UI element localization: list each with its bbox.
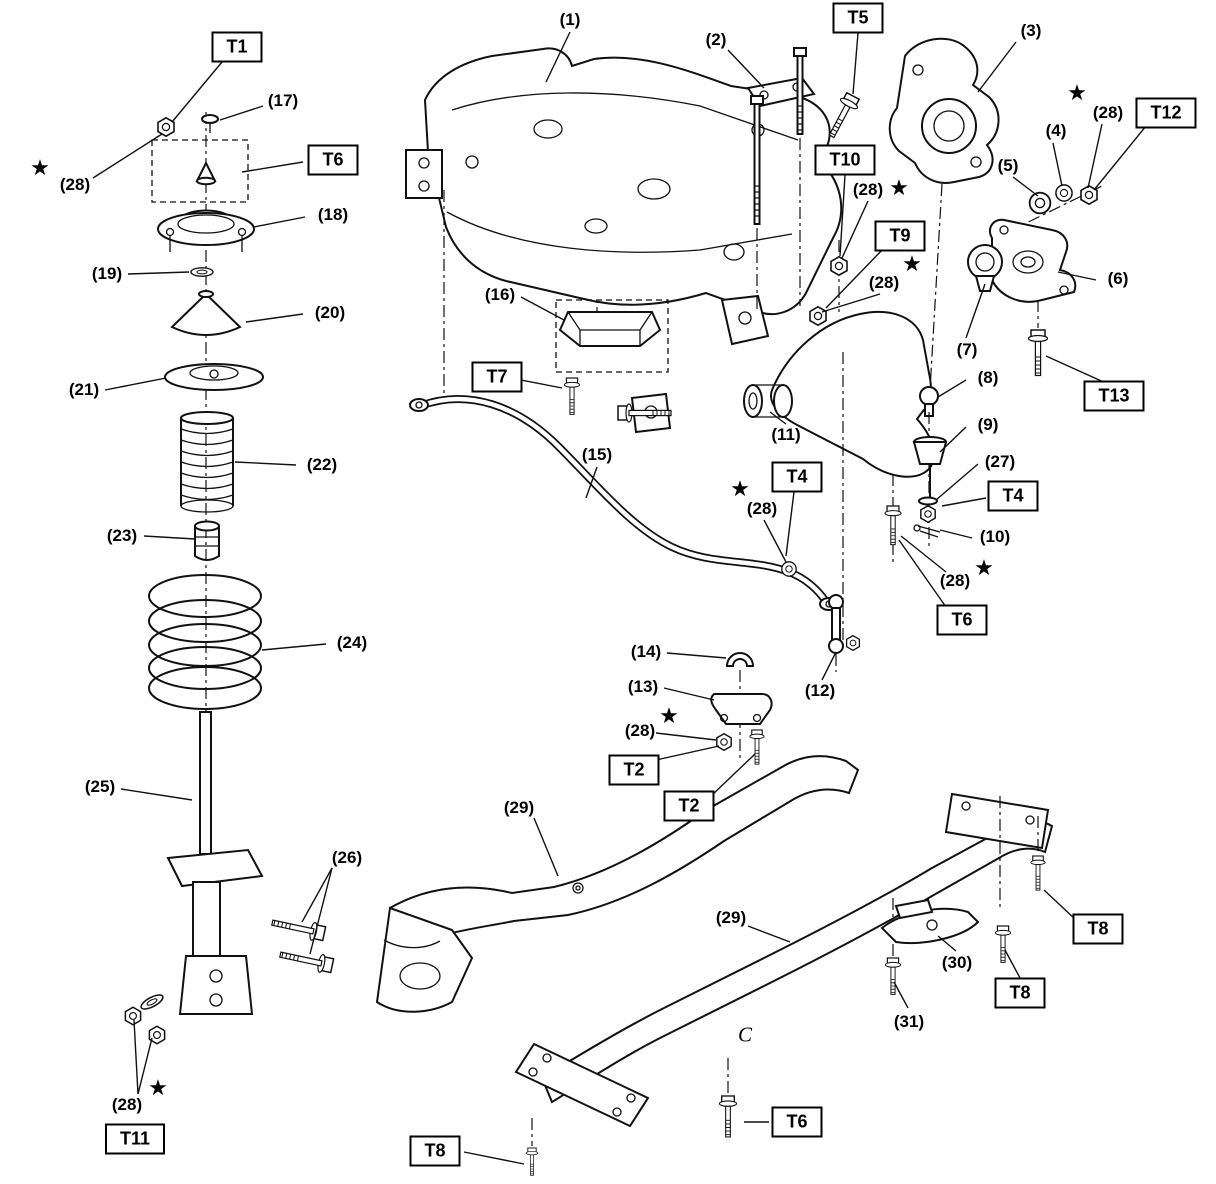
part-label: (28) bbox=[868, 273, 900, 292]
bushing-hardware-right bbox=[967, 184, 1103, 377]
part-label: (28) bbox=[624, 721, 656, 740]
star-icon: ★ bbox=[902, 251, 922, 276]
part-label: (6) bbox=[1107, 269, 1129, 288]
part-label: (7) bbox=[956, 340, 978, 359]
part-label: (28) bbox=[939, 571, 971, 590]
part-label: (23) bbox=[106, 526, 138, 545]
part-label: (10) bbox=[979, 527, 1011, 546]
stabilizer-link-and-bracket bbox=[710, 594, 861, 765]
part-label: (17) bbox=[267, 91, 299, 110]
part-label: (25) bbox=[84, 777, 116, 796]
subframe bbox=[405, 47, 843, 346]
torque-label: T11 bbox=[104, 1123, 166, 1155]
star-icon: ★ bbox=[974, 555, 994, 580]
part-label: (29) bbox=[715, 908, 747, 927]
star-icon: ★ bbox=[889, 175, 909, 200]
torque-label: T4 bbox=[987, 480, 1039, 512]
part-label: (28) bbox=[746, 499, 778, 518]
torque-label: T10 bbox=[814, 144, 876, 176]
part-label: (3) bbox=[1020, 21, 1042, 40]
part-label: (22) bbox=[306, 455, 338, 474]
part-label: (28) bbox=[111, 1095, 143, 1114]
control-arm bbox=[743, 310, 948, 548]
star-icon: ★ bbox=[30, 155, 50, 180]
part-label: (12) bbox=[804, 681, 836, 700]
part-label: (30) bbox=[941, 953, 973, 972]
star-icon: ★ bbox=[148, 1075, 168, 1100]
part-label: (20) bbox=[314, 303, 346, 322]
part-label: (5) bbox=[997, 156, 1019, 175]
part-label: (26) bbox=[331, 848, 363, 867]
part-label: (11) bbox=[771, 425, 801, 444]
part-label: (13) bbox=[627, 677, 659, 696]
part-label: (16) bbox=[484, 285, 516, 304]
part-label: (31) bbox=[893, 1012, 925, 1031]
annotation: C bbox=[737, 1022, 753, 1047]
torque-label: T7 bbox=[471, 361, 523, 393]
torque-label: T8 bbox=[1072, 913, 1124, 945]
part-label: (21) bbox=[68, 380, 100, 399]
torque-label: T12 bbox=[1135, 97, 1197, 129]
torque-label: T5 bbox=[832, 2, 884, 34]
star-icon: ★ bbox=[730, 476, 750, 501]
part-label: (27) bbox=[984, 452, 1016, 471]
torque-label: T8 bbox=[994, 977, 1046, 1009]
part-label: (19) bbox=[91, 264, 123, 283]
torque-label: T8 bbox=[409, 1135, 461, 1167]
torque-label: T6 bbox=[936, 604, 988, 636]
steering-knuckle bbox=[888, 37, 1000, 391]
part-label: (8) bbox=[977, 368, 999, 387]
bracket-16 bbox=[555, 299, 669, 415]
part-label: (2) bbox=[705, 30, 727, 49]
part-label: (28) bbox=[1092, 103, 1124, 122]
torque-label: T6 bbox=[307, 144, 359, 176]
part-label: (24) bbox=[336, 633, 368, 652]
star-icon: ★ bbox=[659, 703, 679, 728]
part-label: (1) bbox=[559, 10, 581, 29]
star-icon: ★ bbox=[1067, 80, 1087, 105]
torque-label: T9 bbox=[874, 220, 926, 252]
part-label: (28) bbox=[852, 180, 884, 199]
part-label: (4) bbox=[1045, 121, 1067, 140]
strut-assembly bbox=[124, 112, 335, 1045]
torque-label: T4 bbox=[771, 461, 823, 493]
under-guard-rear bbox=[514, 792, 1054, 1176]
torque-label: T6 bbox=[771, 1106, 823, 1138]
part-label: (29) bbox=[503, 798, 535, 817]
under-guard-front bbox=[375, 755, 860, 1013]
part-label: (9) bbox=[977, 415, 999, 434]
part-label: (18) bbox=[317, 205, 349, 224]
part-label: (28) bbox=[59, 175, 91, 194]
torque-label: T13 bbox=[1083, 380, 1145, 412]
torque-label: T2 bbox=[663, 790, 715, 822]
part-label: (15) bbox=[581, 445, 613, 464]
torque-label: T2 bbox=[608, 754, 660, 786]
torque-label: T1 bbox=[211, 31, 263, 63]
part-label: (14) bbox=[630, 642, 662, 661]
